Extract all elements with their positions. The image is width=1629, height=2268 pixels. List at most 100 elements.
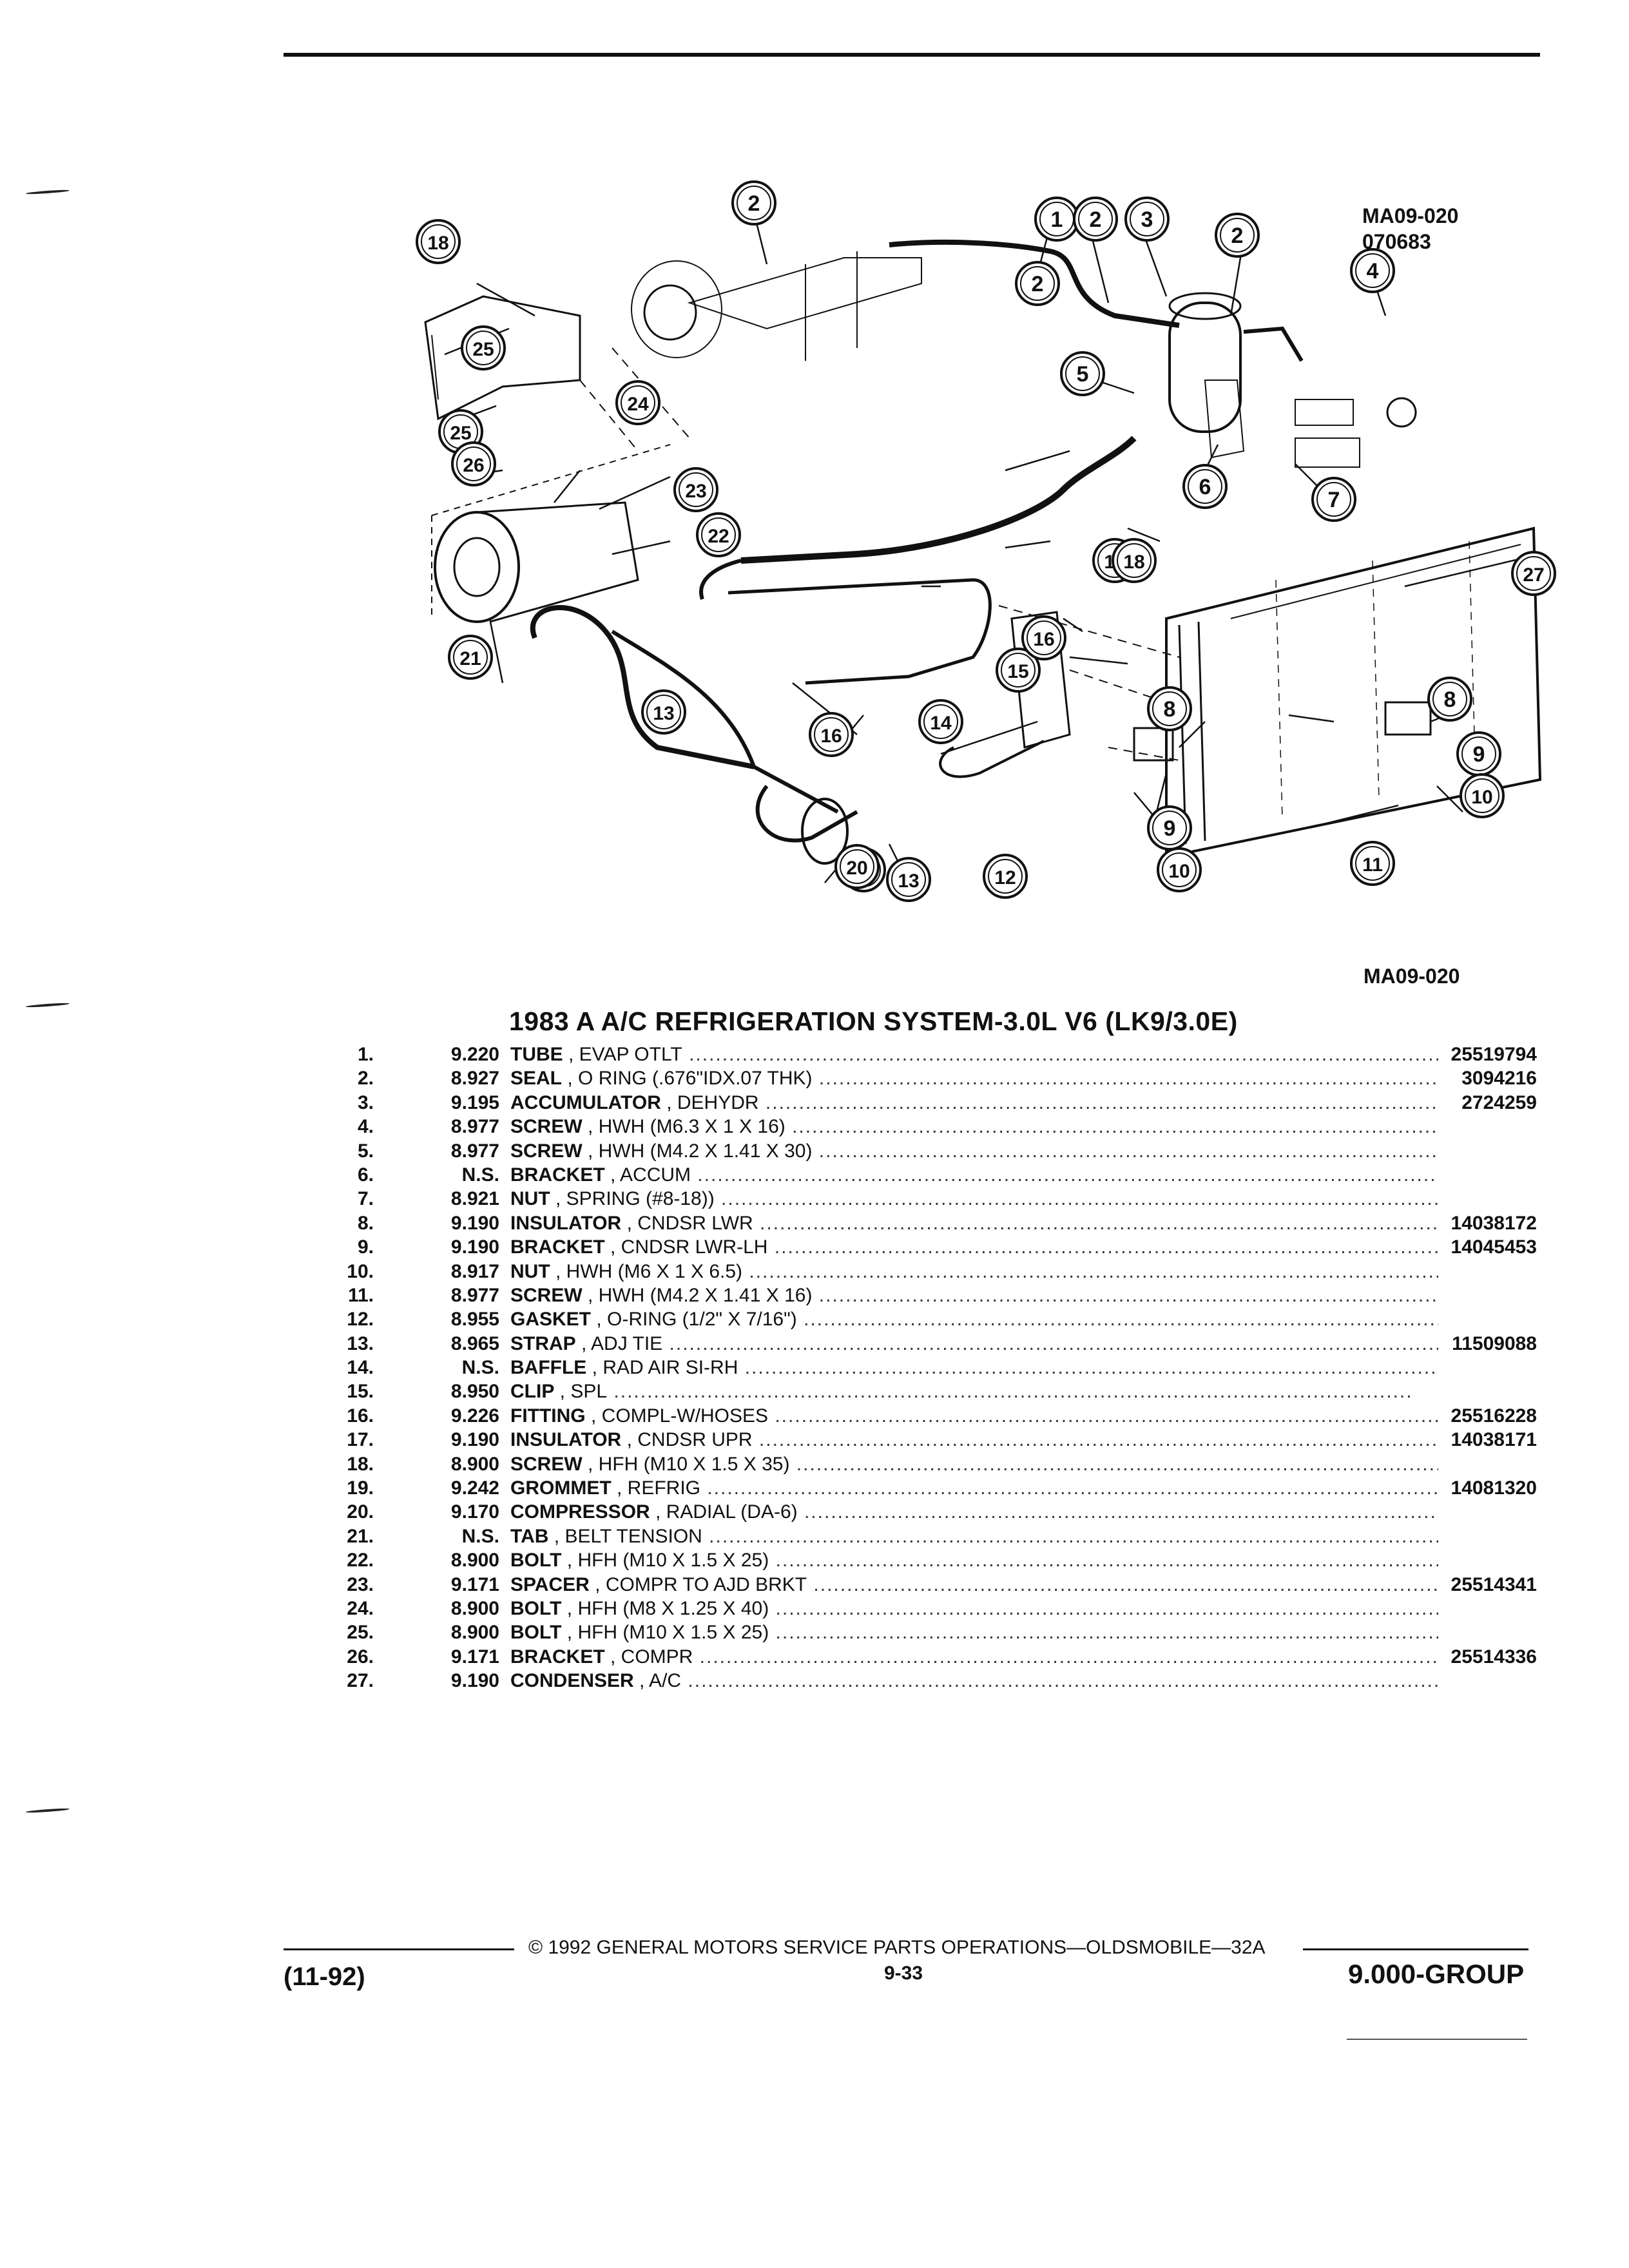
part-name: CONDENSER bbox=[510, 1670, 634, 1692]
part-group: 9.171 bbox=[450, 1646, 499, 1667]
callout-14: 14 bbox=[918, 699, 963, 744]
part-name: BOLT bbox=[510, 1622, 562, 1644]
part-name: BRACKET bbox=[510, 1164, 605, 1186]
callout-18: 18 bbox=[1112, 538, 1157, 583]
footer-date: (11-92) bbox=[284, 1963, 365, 1991]
part-name: TAB bbox=[510, 1525, 549, 1547]
dot-leader: ........................................… bbox=[749, 1260, 1438, 1282]
margin-mark bbox=[25, 189, 70, 195]
callout-label: 7 bbox=[1328, 488, 1340, 512]
part-catalog-number: 14045453 bbox=[1451, 1236, 1537, 1258]
dot-leader: ........................................… bbox=[775, 1622, 1438, 1644]
part-number: 17. bbox=[347, 1429, 374, 1451]
part-group: 9.190 bbox=[450, 1236, 499, 1258]
callout-label: 22 bbox=[708, 526, 729, 547]
part-description: NUT , SPRING (#8-18)) ..................… bbox=[510, 1187, 1438, 1211]
callout-label: 12 bbox=[994, 867, 1016, 889]
part-group: 9.226 bbox=[450, 1405, 499, 1427]
part-spec: , COMPR bbox=[604, 1646, 693, 1667]
part-number: 10. bbox=[347, 1260, 374, 1282]
part-description: SEAL , O RING (.676"IDX.07 THK) ........… bbox=[510, 1066, 1438, 1090]
part-description: BAFFLE , RAD AIR SI-RH .................… bbox=[510, 1356, 1438, 1379]
callout-2: 2 bbox=[1215, 213, 1260, 258]
dot-leader: ........................................… bbox=[818, 1284, 1438, 1306]
part-description: CLIP , SPL .............................… bbox=[510, 1379, 1438, 1403]
part-description: CONDENSER , A/C ........................… bbox=[510, 1669, 1438, 1693]
part-group: 8.977 bbox=[450, 1116, 499, 1138]
callout-9: 9 bbox=[1456, 731, 1501, 776]
part-number: 26. bbox=[347, 1646, 374, 1667]
part-spec: , HFH (M10 X 1.5 X 25) bbox=[561, 1622, 769, 1644]
part-name: FITTING bbox=[510, 1405, 586, 1427]
dot-leader: ........................................… bbox=[796, 1453, 1438, 1475]
dot-leader: ........................................… bbox=[721, 1188, 1438, 1210]
part-description: GASKET , O-RING (1/2" X 7/16") .........… bbox=[510, 1307, 1438, 1331]
callout-label: 9 bbox=[1473, 742, 1485, 767]
dot-leader: ........................................… bbox=[607, 1381, 1413, 1403]
part-description: FITTING , COMPL-W/HOSES ................… bbox=[510, 1404, 1438, 1428]
part-description: SPACER , COMPR TO AJD BRKT .............… bbox=[510, 1573, 1438, 1597]
part-spec: , REFRIG bbox=[611, 1477, 700, 1499]
part-number: 2. bbox=[357, 1068, 374, 1090]
part-spec: , HFH (M10 X 1.5 X 25) bbox=[561, 1550, 769, 1571]
part-number: 7. bbox=[357, 1188, 374, 1210]
part-name: BAFFLE bbox=[510, 1357, 587, 1379]
part-description: INSULATOR , CNDSR UPR ..................… bbox=[510, 1428, 1438, 1452]
callout-label: 13 bbox=[898, 870, 919, 892]
callout-10: 10 bbox=[1460, 773, 1505, 818]
callout-label: 18 bbox=[1123, 552, 1144, 573]
figure-id-bottom: MA09-020 bbox=[1364, 965, 1460, 988]
part-group: 8.917 bbox=[450, 1260, 499, 1282]
part-name: CLIP bbox=[510, 1381, 555, 1403]
footer-page-number: 9-33 bbox=[884, 1963, 923, 1984]
callout-label: 5 bbox=[1077, 362, 1089, 387]
part-number: 6. bbox=[357, 1164, 374, 1186]
callout-27: 27 bbox=[1511, 551, 1556, 596]
part-catalog-number: 2724259 bbox=[1461, 1091, 1537, 1113]
part-number: 24. bbox=[347, 1597, 374, 1619]
page-title: 1983 A A/C REFRIGERATION SYSTEM-3.0L V6 … bbox=[509, 1006, 1238, 1036]
part-group: 8.977 bbox=[450, 1284, 499, 1306]
callout-label: 9 bbox=[1164, 816, 1176, 841]
part-number: 3. bbox=[357, 1091, 374, 1113]
part-description: TUBE , EVAP OTLT .......................… bbox=[510, 1043, 1438, 1066]
callout-label: 10 bbox=[1168, 861, 1190, 882]
callout-label: 27 bbox=[1523, 564, 1544, 586]
callout-16: 16 bbox=[809, 712, 854, 757]
part-group: 8.950 bbox=[450, 1381, 499, 1403]
part-number: 19. bbox=[347, 1477, 374, 1499]
part-number: 5. bbox=[357, 1140, 374, 1162]
part-number: 14. bbox=[347, 1357, 374, 1379]
part-group: 9.195 bbox=[450, 1091, 499, 1113]
dot-leader: ........................................… bbox=[792, 1116, 1438, 1138]
part-spec: , COMPR TO AJD BRKT bbox=[589, 1573, 807, 1595]
callout-label: 15 bbox=[1007, 661, 1028, 682]
callout-label: 10 bbox=[1471, 787, 1492, 808]
callout-label: 6 bbox=[1199, 475, 1211, 499]
part-group: N.S. bbox=[461, 1525, 499, 1547]
callout-25: 25 bbox=[461, 325, 506, 370]
part-name: SPACER bbox=[510, 1573, 590, 1595]
callout-label: 26 bbox=[463, 455, 484, 476]
dot-leader: ........................................… bbox=[682, 1044, 1438, 1065]
part-number: 13. bbox=[347, 1332, 374, 1354]
part-number: 20. bbox=[347, 1501, 374, 1523]
dot-leader: ........................................… bbox=[662, 1332, 1438, 1354]
part-description: SCREW , HWH (M4.2 X 1.41 X 30) .........… bbox=[510, 1139, 1438, 1163]
part-number: 18. bbox=[347, 1453, 374, 1475]
part-description: BRACKET , COMPR ........................… bbox=[510, 1645, 1438, 1669]
part-spec: , HWH (M4.2 X 1.41 X 16) bbox=[582, 1284, 813, 1306]
dot-leader: ........................................… bbox=[804, 1309, 1438, 1331]
callout-label: 14 bbox=[930, 713, 952, 734]
part-catalog-number: 25514341 bbox=[1451, 1573, 1537, 1595]
